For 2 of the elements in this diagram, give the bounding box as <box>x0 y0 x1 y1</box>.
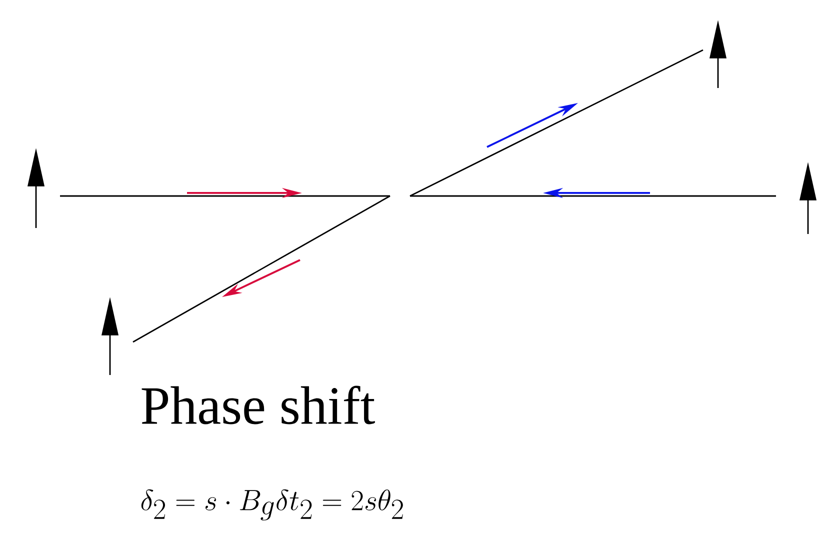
formula: $\delta_2 = s \cdot B_g \delta t_2 = 2s\theta_2$ <box>141 489 403 520</box>
caption-text: Phase shift <box>142 386 375 424</box>
